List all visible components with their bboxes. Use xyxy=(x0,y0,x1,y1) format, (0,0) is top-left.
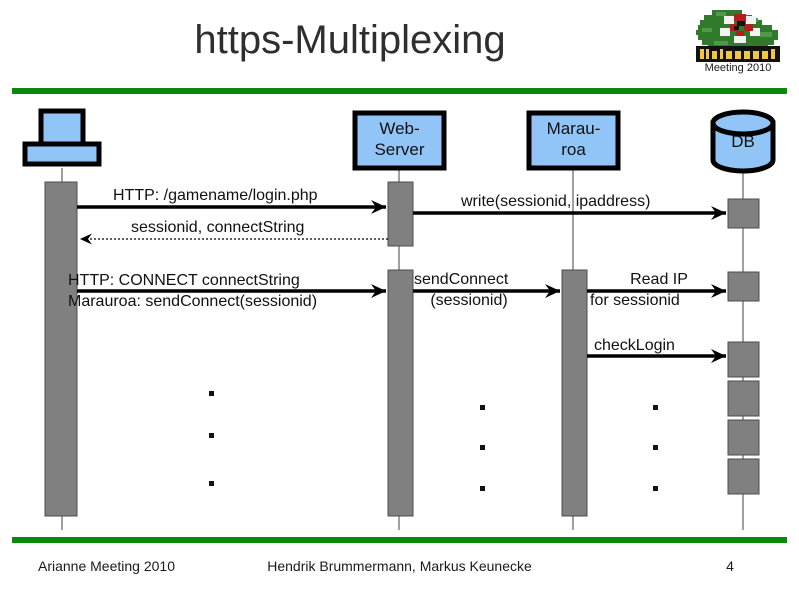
participant-db-cylinder xyxy=(710,109,776,174)
message-label-m2: write(sessionid, ipaddress) xyxy=(461,193,651,210)
divider-bottom xyxy=(12,537,787,543)
message-label-m6-line1: Read IP xyxy=(630,271,688,288)
sequence-diagram: Web- Server Marau- roa DB HTTP: /gamenam… xyxy=(0,96,799,536)
web-label-line1: Web- xyxy=(379,119,420,138)
activation-db-4 xyxy=(727,380,760,417)
continuation-dots xyxy=(209,391,658,491)
participant-label-web: Web- Server xyxy=(355,118,444,160)
message-label-m6-line2: for sessionid xyxy=(590,292,680,309)
participant-marauroa-box xyxy=(526,110,621,171)
message-label-m5-line2: (sessionid) xyxy=(430,292,508,309)
participant-client-icon xyxy=(22,108,102,167)
message-label-m4-line1: HTTP: CONNECT connectString xyxy=(68,272,300,289)
activation-marauroa xyxy=(561,269,588,517)
arianne-logo xyxy=(690,6,786,84)
participant-web-box xyxy=(352,110,447,171)
message-label-m3: sessionid, connectString xyxy=(131,219,305,236)
activation-db-1 xyxy=(727,198,760,229)
participant-label-db: DB xyxy=(731,132,755,151)
message-label-m4-line2: Marauroa: sendConnect(sessionid) xyxy=(68,293,318,310)
web-label-line2: Server xyxy=(374,140,425,159)
activation-db-5 xyxy=(727,419,760,456)
participant-label-marauroa: Marau- roa xyxy=(529,118,618,160)
message-label-m1: HTTP: /gamename/login.php xyxy=(113,187,318,204)
footer-page-number: 4 xyxy=(726,558,734,574)
marauroa-label-line2: roa xyxy=(561,140,586,159)
activation-web-2 xyxy=(387,269,414,517)
activation-client xyxy=(44,181,78,517)
marauroa-label-line1: Marau- xyxy=(546,119,601,138)
footer-left-text: Arianne Meeting 2010 xyxy=(38,558,175,574)
divider-top xyxy=(12,88,787,94)
message-label-m5-line1: sendConnect xyxy=(414,271,509,288)
message-label-m7: checkLogin xyxy=(594,337,675,354)
logo-caption: Meeting 2010 xyxy=(704,62,772,74)
activation-web-1 xyxy=(387,181,414,247)
activation-db-3 xyxy=(727,341,760,378)
activation-db-2 xyxy=(727,271,760,302)
footer-center-text: Hendrik Brummermann, Markus Keunecke xyxy=(267,558,532,574)
activation-db-6 xyxy=(727,458,760,495)
page-title: https-Multiplexing xyxy=(194,18,506,62)
